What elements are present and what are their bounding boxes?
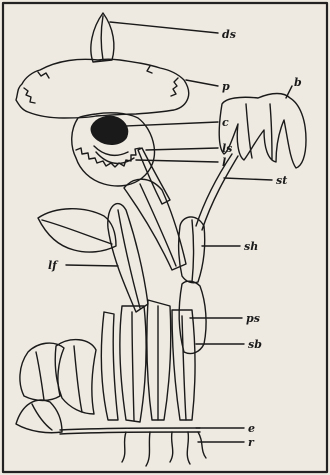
leaf-left — [38, 209, 116, 252]
label-l: l — [222, 157, 226, 168]
old-leaves — [20, 343, 64, 400]
leader-c — [126, 122, 218, 126]
flower-stalk — [196, 154, 232, 226]
leaf-right — [124, 179, 186, 270]
leader-lf — [66, 265, 118, 266]
label-e: e — [248, 423, 255, 434]
petals — [16, 59, 189, 118]
leader-ls — [146, 148, 218, 150]
label-ls: ls — [222, 143, 232, 154]
pseudobulb-2 — [147, 300, 171, 420]
label-c: c — [222, 117, 229, 128]
roots — [122, 432, 126, 462]
label-p: p — [222, 81, 230, 92]
rhizome — [60, 428, 200, 430]
label-sb: sb — [248, 339, 262, 350]
column — [91, 116, 127, 144]
label-sh: sh — [244, 241, 258, 252]
leader-ds — [110, 22, 218, 33]
label-ps: ps — [246, 313, 260, 324]
label-r: r — [248, 437, 254, 448]
label-st: st — [276, 175, 287, 186]
leader-b — [286, 86, 292, 98]
label-ds: ds — [222, 29, 236, 40]
label-lf: lf — [48, 260, 57, 271]
leader-p — [186, 80, 218, 86]
label-b: b — [294, 77, 302, 88]
leader-l — [136, 160, 218, 162]
bud — [219, 94, 306, 169]
leader-st — [224, 178, 272, 180]
